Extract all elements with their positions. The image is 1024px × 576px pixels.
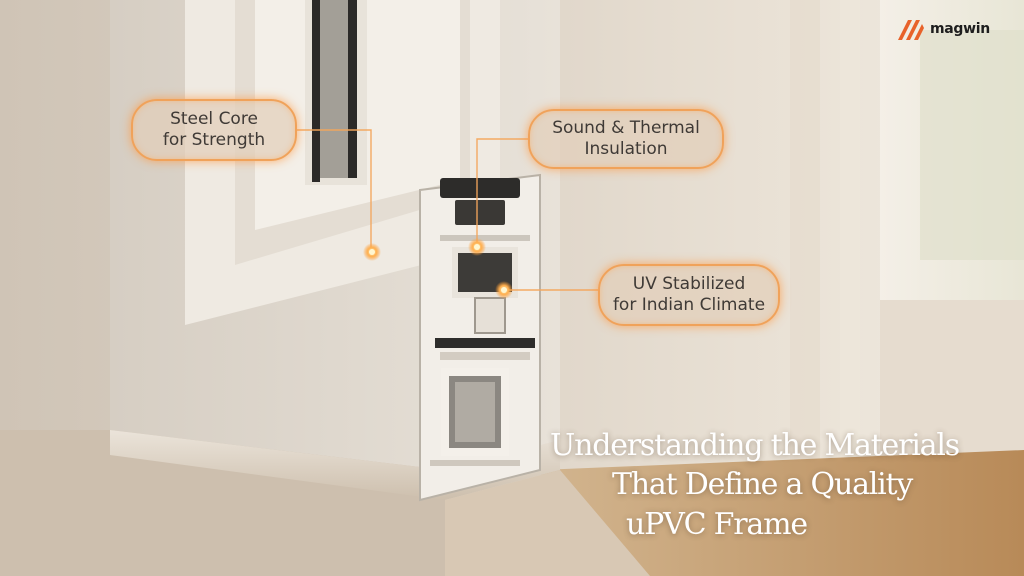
headline-line-1: Understanding the Materials bbox=[550, 428, 960, 463]
callout-steel-line2: for Strength bbox=[162, 130, 266, 150]
callout-sound-line2: Insulation bbox=[584, 139, 668, 159]
callout-sound-line1: Sound & Thermal bbox=[552, 118, 700, 138]
headline-line-3: uPVC Frame bbox=[626, 507, 808, 542]
brand-mark-icon bbox=[898, 20, 924, 40]
profile-cross-section bbox=[419, 173, 541, 502]
callout-sound-thermal: Sound & Thermal Insulation bbox=[528, 109, 724, 169]
callout-steel-line1: Steel Core bbox=[170, 109, 258, 129]
callout-uv-stabilized: UV Stabilized for Indian Climate bbox=[598, 264, 780, 326]
brand-name: magwin bbox=[930, 21, 990, 37]
callout-uv-line2: for Indian Climate bbox=[612, 295, 766, 315]
headline-line-2: That Define a Quality bbox=[612, 467, 913, 502]
brand-logo: magwin bbox=[896, 18, 990, 44]
callout-steel-core: Steel Core for Strength bbox=[131, 99, 297, 161]
callout-uv-line1: UV Stabilized bbox=[632, 274, 746, 294]
